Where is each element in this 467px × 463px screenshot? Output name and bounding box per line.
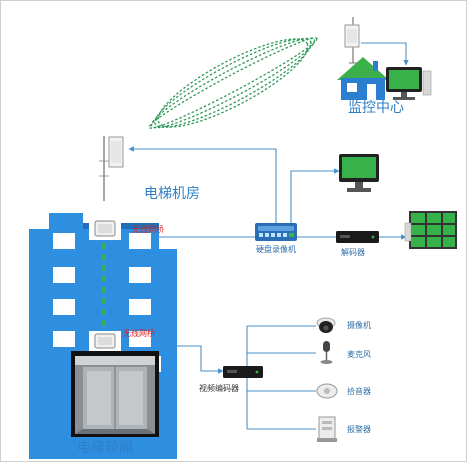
monitor-icon [386,67,432,100]
microphone-icon [320,341,333,364]
alarm-icon [317,416,337,442]
alarm-label: 报警器 [347,425,371,434]
elevator-car-icon [71,351,159,437]
encoder-icon [223,366,263,378]
wireless-bridge-bottom [94,333,116,349]
connection-lines [128,42,409,430]
switch-icon [255,223,297,241]
nvr-label: 硬盘录像机 [256,245,296,254]
dome-camera-icon [316,317,336,333]
house-icon [337,57,389,100]
video-wall-icon [404,211,457,249]
bridge-bottom-label: 无线网桥 [123,329,155,338]
pickup-icon [316,383,338,399]
bridge-top-label: 无线网桥 [132,225,164,234]
monitor-icon [339,154,379,192]
encoder-label: 视频编码器 [199,384,239,393]
elevator-car-label: 电梯轿厢 [77,440,133,456]
monitor-center-label: 监控中心 [348,100,404,116]
machine-room-label: 电梯机房 [144,186,200,202]
antenna-icon [99,136,124,201]
pickup-label: 拾音器 [347,387,371,396]
wireless-bridge-top [94,220,116,237]
decoder-icon [336,231,379,243]
decoder-label: 解码器 [341,248,365,257]
wireless-link-beam [148,37,318,129]
antenna-icon [344,17,360,64]
camera-label: 摄像机 [347,321,371,330]
microphone-label: 麦克风 [347,350,371,359]
